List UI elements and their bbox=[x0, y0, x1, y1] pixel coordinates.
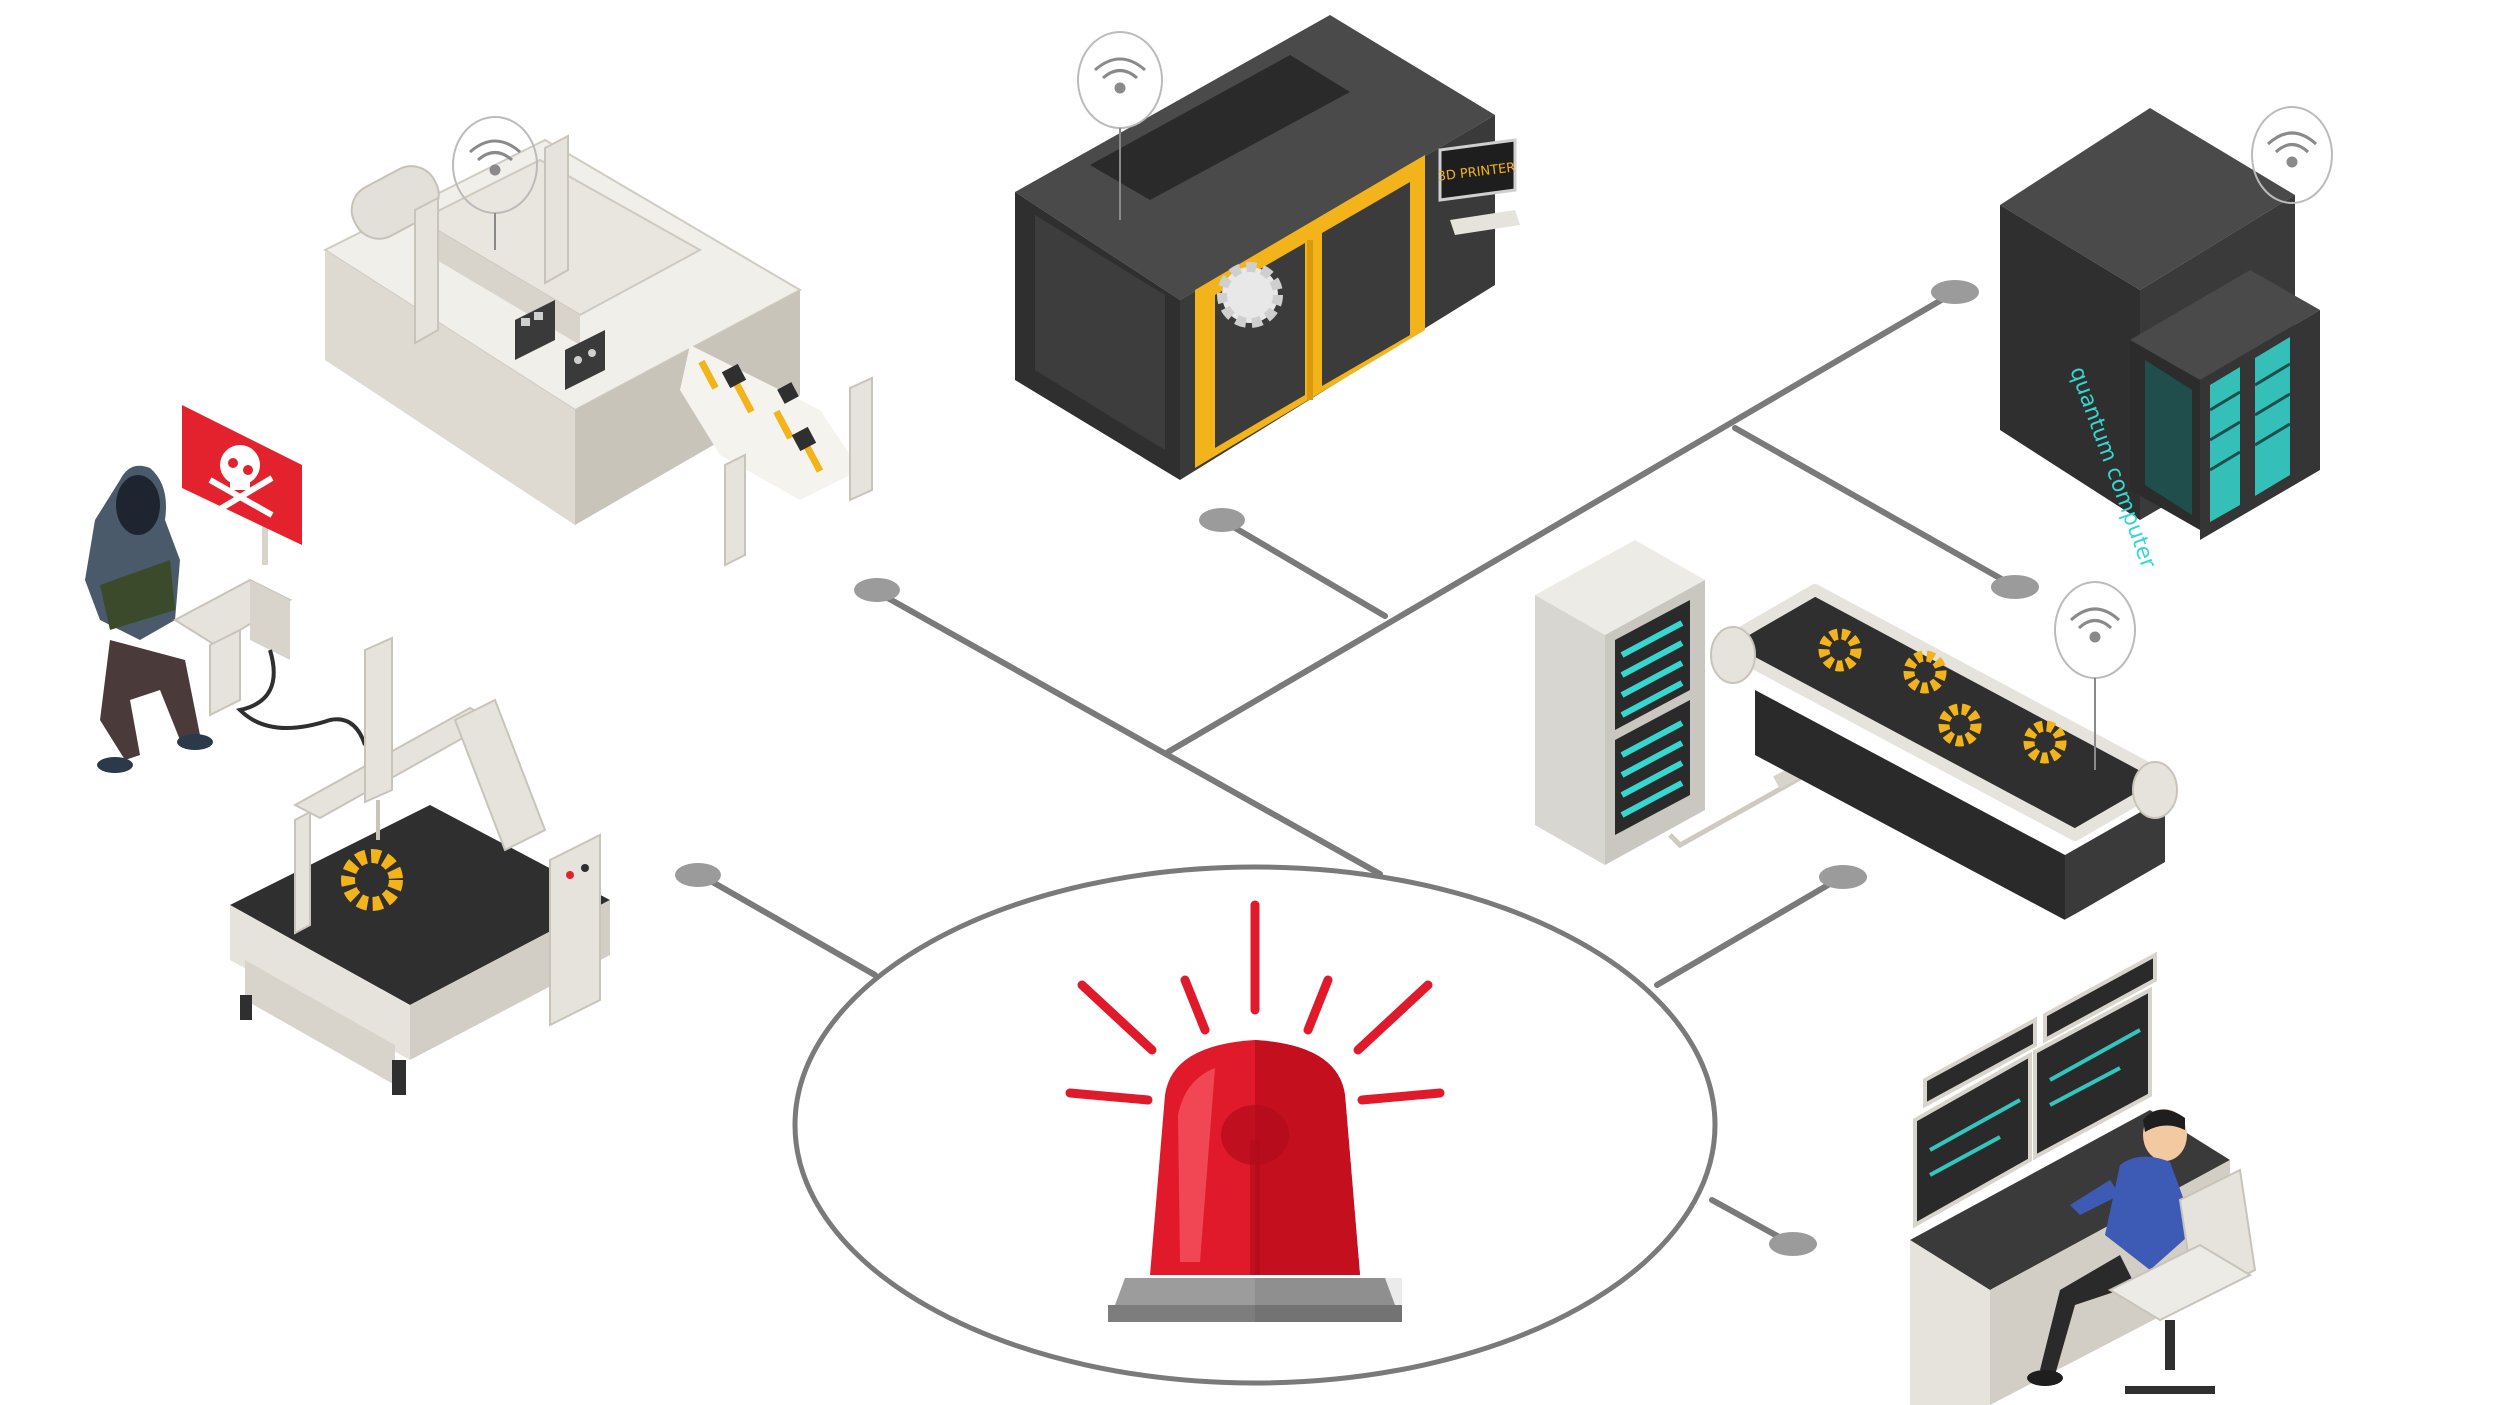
wifi-icon bbox=[2054, 581, 2136, 770]
link-conveyor bbox=[1654, 875, 1843, 988]
wifi-icon bbox=[452, 116, 538, 250]
link-backbone bbox=[1165, 289, 1958, 755]
alarm-siren-icon bbox=[1065, 900, 1445, 1322]
connection-lines bbox=[699, 289, 2015, 1246]
server-conveyor-icon bbox=[1535, 540, 2178, 920]
endpoint-dot bbox=[1931, 280, 1979, 304]
cnc-machine bbox=[230, 636, 610, 1095]
wifi-icon bbox=[1077, 31, 1163, 220]
skull-warning-icon bbox=[182, 405, 302, 565]
operator-workstation-icon bbox=[1910, 865, 2257, 1405]
gear-icon bbox=[1818, 628, 2067, 764]
hacker bbox=[85, 405, 367, 773]
connection-endpoints bbox=[675, 280, 2039, 1256]
pcb-printing-machine-icon bbox=[322, 116, 873, 567]
link-electronics-printer bbox=[874, 589, 1383, 877]
gear-icon bbox=[341, 849, 403, 911]
link-quantum bbox=[1732, 425, 2015, 588]
quantum-computer: quantum computer bbox=[2000, 106, 2333, 573]
server-conveyor bbox=[1535, 540, 2178, 920]
operator bbox=[1910, 865, 2257, 1405]
alarm-hub bbox=[792, 864, 1718, 1386]
link-3d-printer bbox=[1222, 519, 1388, 619]
cnc-measuring-machine-icon bbox=[230, 636, 610, 1095]
wifi-icon bbox=[2251, 106, 2333, 204]
endpoint-dot bbox=[1769, 1232, 1817, 1256]
link-cnc bbox=[699, 873, 878, 978]
3d-printer: 3D PRINTER bbox=[1015, 15, 1520, 480]
endpoint-dot bbox=[1991, 575, 2039, 599]
endpoint-dot bbox=[675, 863, 721, 887]
3d-printer-icon: 3D PRINTER bbox=[1015, 15, 1520, 480]
endpoint-dot bbox=[1199, 508, 1245, 532]
quantum-computer-icon: quantum computer bbox=[2000, 106, 2333, 573]
electronics-printer bbox=[322, 116, 873, 567]
endpoint-dot bbox=[1819, 865, 1867, 889]
endpoint-dot bbox=[854, 578, 900, 602]
hacker-icon bbox=[85, 405, 367, 773]
